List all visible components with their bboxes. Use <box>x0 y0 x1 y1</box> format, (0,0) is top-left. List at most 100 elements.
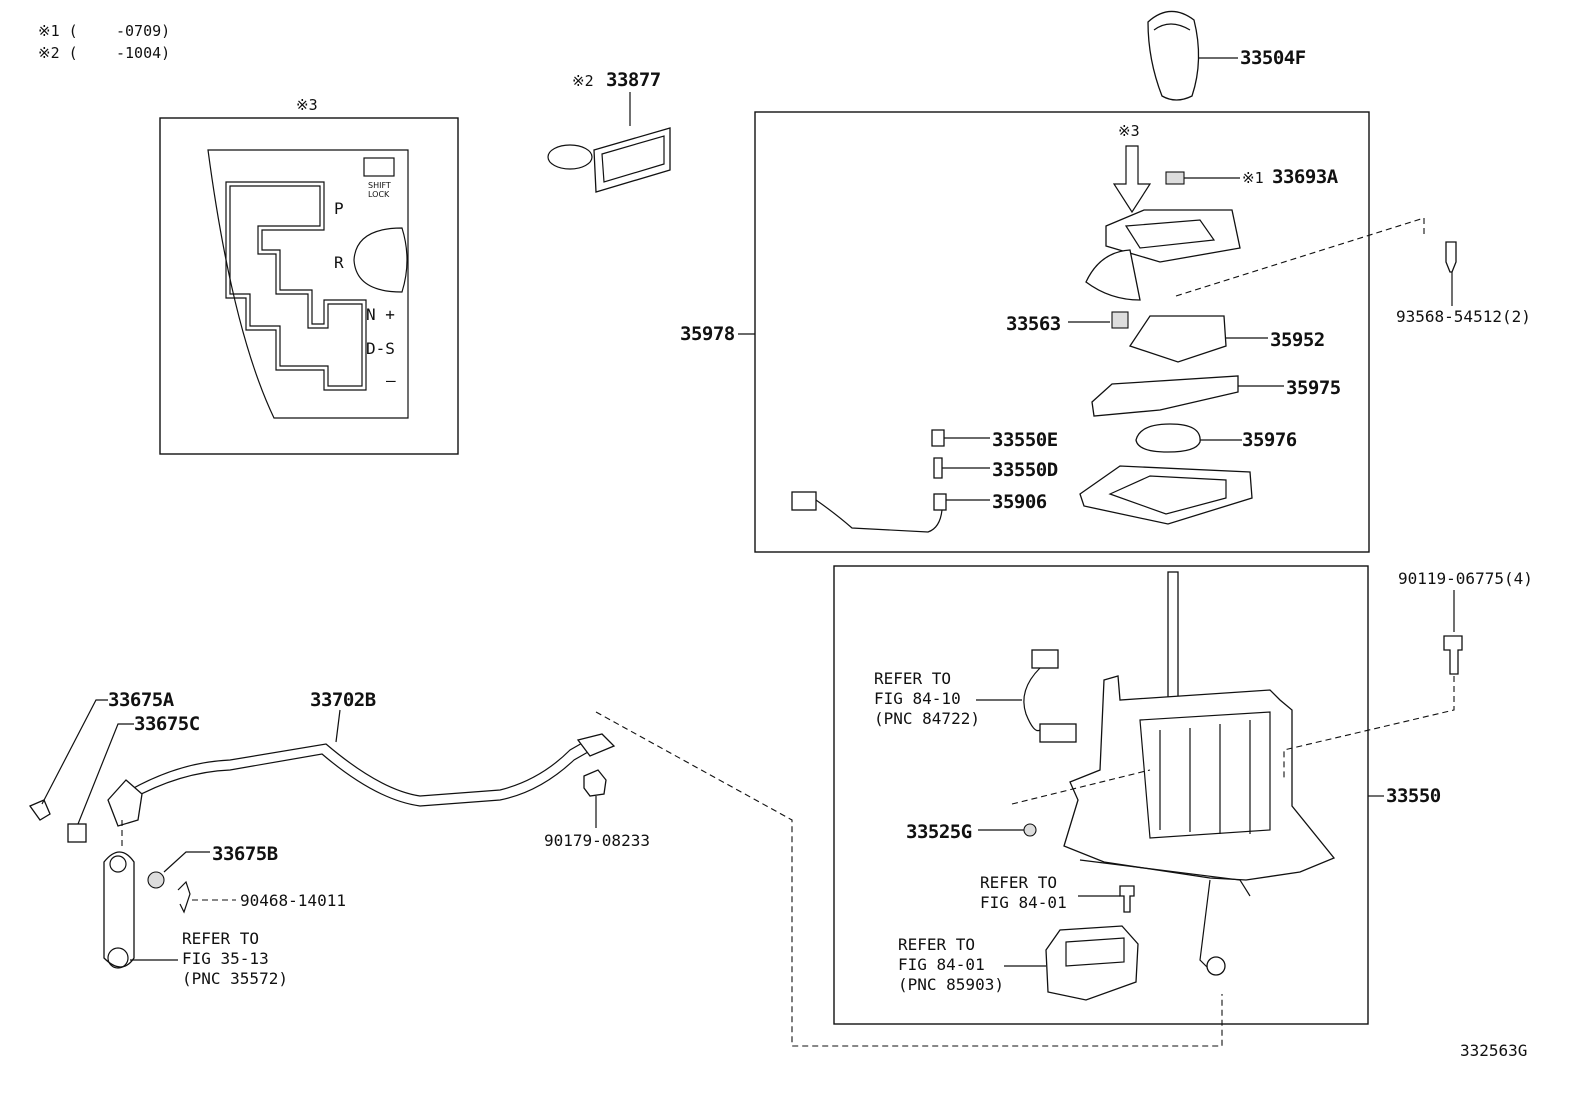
wire-84722 <box>1023 667 1041 732</box>
part-35976-shape <box>1135 423 1201 453</box>
label-33525G: 33525G <box>906 821 972 843</box>
refer-35-13-line2: FIG 35-13 <box>182 949 269 968</box>
leader-33702B <box>335 709 341 743</box>
bolt-84-01 <box>1119 885 1135 913</box>
gate-label-n: N + <box>366 305 395 324</box>
label-35976: 35976 <box>1242 429 1297 451</box>
refer-84-01b-line3: (PNC 85903) <box>898 975 1004 994</box>
shift-lock-label-1: SHIFT <box>368 181 391 190</box>
label-33702B: 33702B <box>310 689 376 711</box>
view-arrow <box>1112 145 1152 214</box>
note-2-range: -1004) <box>116 44 170 62</box>
connector-35906 <box>791 491 817 511</box>
shift-cable-33702B-edge <box>129 751 589 807</box>
label-33550D: 33550D <box>992 459 1058 481</box>
label-35978: 35978 <box>680 323 735 345</box>
gate-indicator-disc <box>353 227 408 293</box>
refer-35-13-line1: REFER TO <box>182 929 259 948</box>
leader-33675C <box>77 723 134 825</box>
bushing-33675C <box>67 823 87 843</box>
label-33504F: 33504F <box>1240 47 1306 69</box>
applicability-notes: ※1 ( -0709) ※2 ( -1004) <box>38 22 170 62</box>
lever-arm-hole-bottom <box>107 947 129 969</box>
refer-84-01a-line2: FIG 84-01 <box>980 893 1067 912</box>
lever-bracket-web <box>1139 711 1271 839</box>
shift-knob-ring <box>1153 23 1191 31</box>
shift-cable-33702B <box>129 741 585 797</box>
label-33550E: 33550E <box>992 429 1058 451</box>
guide-33525G <box>1011 769 1151 805</box>
lever-arm-hole-top <box>109 855 127 873</box>
label-90468: 90468-14011 <box>240 891 346 910</box>
switch-85903 <box>1045 925 1139 1001</box>
lever-pivot <box>1206 956 1226 976</box>
wire-35906 <box>815 499 943 533</box>
note-1-range: -0709) <box>116 22 170 40</box>
label-90119: 90119-06775(4) <box>1398 569 1533 588</box>
figure-id: 332563G <box>1460 1041 1527 1060</box>
gate-label-minus: – <box>386 371 396 390</box>
bolt-90119 <box>1443 635 1463 675</box>
gate-slot <box>225 181 367 391</box>
leader-33675B <box>163 851 210 873</box>
detail-callout-3: ※3 <box>296 96 318 114</box>
indicator-housing-slot <box>1124 219 1216 249</box>
label-35975: 35975 <box>1286 377 1341 399</box>
bulb-33550D <box>933 457 943 479</box>
bolt-33675A <box>29 799 51 821</box>
connector-84722-top <box>1031 649 1059 669</box>
shift-knob <box>1147 10 1200 101</box>
callout-1: ※1 <box>1242 169 1264 187</box>
cable-end-eye <box>576 733 616 757</box>
label-90179: 90179-08233 <box>544 831 650 850</box>
label-33550: 33550 <box>1386 785 1441 807</box>
refer-35-13-line3: (PNC 35572) <box>182 969 288 988</box>
indicator-assembly: 35978 ※3 ※1 33693A 93568-54512(2) 33563 … <box>680 111 1531 553</box>
nut-90179 <box>583 769 607 797</box>
label-35906: 35906 <box>992 491 1047 513</box>
guide-90119 <box>1283 676 1455 778</box>
cable-end-lever <box>107 779 143 827</box>
screw-93568 <box>1445 241 1457 273</box>
part-33525G-shape <box>1023 823 1037 837</box>
part-35975-shape <box>1091 375 1239 417</box>
gate-plate <box>207 149 409 419</box>
part-33563-shape <box>1111 311 1129 329</box>
shift-lock-button <box>363 157 395 177</box>
bulb-33550E <box>931 429 945 447</box>
detail-frame <box>159 117 459 455</box>
gate-slot-inner <box>229 185 363 387</box>
lever-bracket-ribs <box>1159 720 1251 834</box>
label-33563: 33563 <box>1006 313 1061 335</box>
shift-lock-label-2: LOCK <box>368 190 390 199</box>
callout-2: ※2 <box>572 72 594 90</box>
refer-84-10-line2: FIG 84-10 <box>874 689 961 708</box>
screw-guide-93568 <box>1175 217 1425 297</box>
switch-85903-face <box>1065 937 1125 967</box>
label-93568: 93568-54512(2) <box>1396 307 1531 326</box>
shift-gate-detail: ※3 SHIFT LOCK P R N + D-S – <box>159 96 459 455</box>
label-33675A: 33675A <box>108 689 175 711</box>
leader-33675A <box>41 699 108 805</box>
lever-arm-35572 <box>103 851 135 968</box>
lever-bracket <box>1063 675 1336 881</box>
part-33504F: 33504F <box>1147 10 1306 101</box>
label-33693A: 33693A <box>1272 166 1339 188</box>
indicator-base-tray <box>1079 465 1253 525</box>
gate-label-ds: D-S <box>366 339 395 358</box>
refer-84-01b-line2: FIG 84-01 <box>898 955 985 974</box>
plate-clip <box>547 144 593 170</box>
refer-84-01a-line1: REFER TO <box>980 873 1057 892</box>
indicator-plate <box>593 127 671 193</box>
arrow-callout-3: ※3 <box>1118 122 1140 140</box>
refer-84-01b-line1: REFER TO <box>898 935 975 954</box>
assembly-frame-33550 <box>833 565 1369 1025</box>
label-33675C: 33675C <box>134 713 200 735</box>
indicator-plate-inner <box>601 135 665 183</box>
socket-35906 <box>933 493 947 511</box>
indicator-housing <box>1105 209 1241 263</box>
part-35952-shape <box>1128 315 1227 363</box>
note-2-mark: ※2 ( <box>38 44 78 62</box>
gate-label-p: P <box>334 199 344 218</box>
